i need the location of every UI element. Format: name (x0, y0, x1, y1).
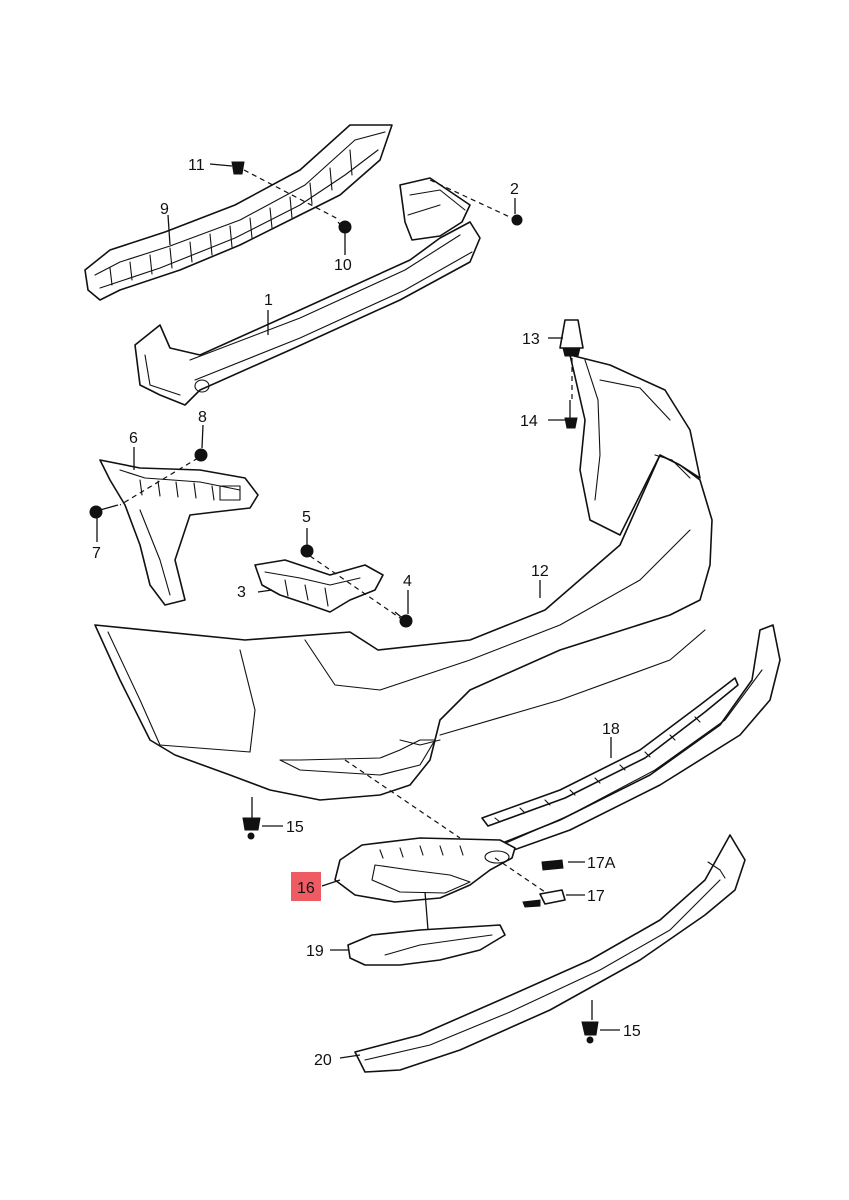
callout-3: 3 (237, 584, 246, 601)
callout-18: 18 (602, 721, 620, 738)
part-6-side-bracket (99, 459, 259, 606)
lower-spoiler-strip (459, 624, 781, 863)
callout-5: 5 (302, 509, 311, 526)
callout-9: 9 (160, 201, 169, 218)
callout-13: 13 (522, 331, 540, 348)
callout-12: 12 (531, 563, 549, 580)
callout-20: 20 (314, 1052, 332, 1069)
callout-7: 7 (92, 545, 101, 562)
part-12-bumper-cover (94, 354, 713, 801)
callout-labels: 11 9 10 2 1 13 14 8 6 7 5 4 3 12 18 15 1… (92, 157, 641, 1069)
callout-15-lower: 15 (623, 1023, 641, 1040)
callout-2: 2 (510, 181, 519, 198)
part-1-carrier (134, 177, 481, 406)
callout-10: 10 (334, 257, 352, 274)
callout-19: 19 (306, 943, 324, 960)
part-18-trim-strip (481, 677, 739, 827)
callout-16: 16 (297, 880, 315, 897)
part-19-trim (347, 924, 506, 966)
callout-11: 11 (188, 157, 205, 174)
assembly-lines (119, 169, 573, 893)
part-20-diffuser (354, 834, 746, 1073)
part-16-reflector-bezel (334, 837, 516, 903)
callout-16-highlight (291, 872, 321, 901)
callout-6: 6 (129, 430, 138, 447)
callout-8: 8 (198, 409, 207, 426)
callout-17: 17 (587, 888, 605, 905)
part-3-small-bracket (254, 559, 384, 613)
callout-4: 4 (403, 573, 412, 590)
callout-15-upper: 15 (286, 819, 304, 836)
leader-lines (96, 163, 620, 1059)
callout-1: 1 (264, 292, 273, 309)
part-9-bracket (84, 124, 393, 301)
callout-14: 14 (520, 413, 538, 430)
fasteners (89, 161, 599, 1044)
callout-17a: 17A (587, 855, 616, 872)
